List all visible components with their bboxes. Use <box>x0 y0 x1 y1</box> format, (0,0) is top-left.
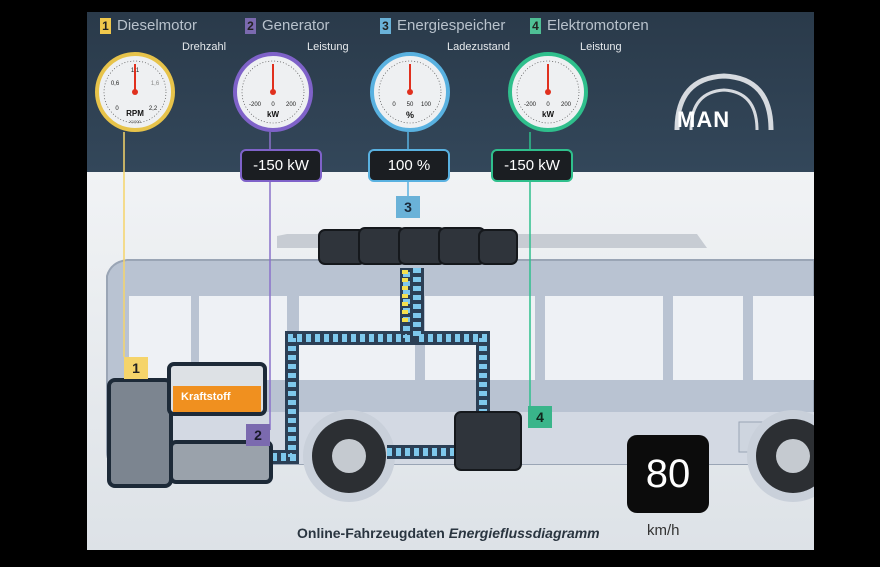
motor-unit: kW <box>542 110 554 119</box>
fuel-tank-label: Kraftstoff <box>181 391 231 403</box>
marker-electric-motor: 4 <box>528 406 552 428</box>
gauge-3-subtitle: Ladezustand <box>447 41 510 53</box>
gauge-2-header: 2 Generator Leistung <box>245 17 375 54</box>
motor-scale-min: -200 <box>524 102 537 108</box>
battery-scale-max: 100 <box>421 102 432 108</box>
gauge-2-number: 2 <box>245 18 256 34</box>
gauge-3-number: 3 <box>380 18 391 34</box>
rpm-gauge: 0 0,6 1,1 1,6 2,2 RPM X1000 <box>95 52 175 132</box>
gauge-1-subtitle: Drehzahl <box>182 41 227 53</box>
caption-plain: Online-Fahrzeugdaten <box>297 525 445 541</box>
generator-gauge: -200 0 200 kW <box>233 52 313 132</box>
gauge-3-title: Energiespeicher <box>397 17 506 34</box>
gauge-1-title: Dieselmotor <box>117 17 198 34</box>
rpm-unit: RPM <box>126 109 144 118</box>
marker-diesel-engine: 1 <box>124 357 148 379</box>
gauge-4-subtitle: Leistung <box>580 41 622 53</box>
speed-display: 80 <box>627 435 709 513</box>
energy-flow-panel: 1 Dieselmotor Drehzahl 2 Generator Leist… <box>87 12 814 550</box>
diagram-caption: Online-Fahrzeugdaten Energieflussdiagram… <box>297 525 600 541</box>
gauge-header-band <box>87 12 814 172</box>
generator-unit: kW <box>267 110 279 119</box>
battery-unit: % <box>406 110 414 120</box>
gauge-2-subtitle: Leistung <box>307 41 349 53</box>
generator-scale-min: -200 <box>249 102 262 108</box>
rpm-multiplier: X1000 <box>129 119 141 124</box>
rpm-scale-3: 1,6 <box>151 81 160 87</box>
gauge-3-header: 3 Energiespeicher Ladezustand <box>380 17 520 54</box>
gauge-2-title: Generator <box>262 17 330 34</box>
gauge-1-number: 1 <box>100 18 111 34</box>
rpm-scale-4: 2,2 <box>149 106 158 112</box>
motor-gauge: -200 0 200 kW <box>508 52 588 132</box>
battery-readout: 100 % <box>368 149 450 182</box>
battery-scale-min: 0 <box>392 102 396 108</box>
marker-energy-storage: 3 <box>396 196 420 218</box>
generator-scale-mid: 0 <box>271 102 275 108</box>
battery-gauge: 0 50 100 % <box>370 52 450 132</box>
man-logo <box>674 73 774 131</box>
generator-readout: -150 kW <box>240 149 322 182</box>
man-logo-text: MAN <box>677 107 731 132</box>
motor-scale-max: 200 <box>561 102 572 108</box>
generator-scale-max: 200 <box>286 102 297 108</box>
speed-unit: km/h <box>647 522 680 539</box>
rpm-scale-0: 0 <box>115 106 119 112</box>
caption-italic: Energieflussdiagramm <box>448 525 600 541</box>
gauge-4-number: 4 <box>530 18 541 34</box>
gauge-1-header: 1 Dieselmotor Drehzahl <box>100 17 230 54</box>
rpm-scale-1: 0,6 <box>111 81 120 87</box>
motor-readout: -150 kW <box>491 149 573 182</box>
marker-generator: 2 <box>246 424 270 446</box>
gauge-4-header: 4 Elektromotoren Leistung <box>530 17 670 54</box>
gauge-4-title: Elektromotoren <box>547 17 649 34</box>
motor-scale-mid: 0 <box>546 102 550 108</box>
battery-scale-mid: 50 <box>407 102 414 108</box>
